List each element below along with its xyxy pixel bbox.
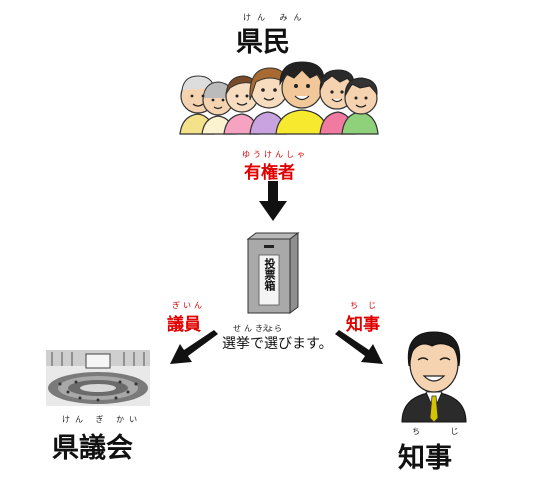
assembly-ruby: けん ぎ かい <box>62 415 143 424</box>
caption-ruby-erabi: えら <box>262 324 286 333</box>
page-title-kenmin: 県民 <box>236 27 290 58</box>
assembly-label: 県議会 <box>52 433 133 464</box>
arrow-down-icon <box>259 181 287 221</box>
left-branch-label: 議員 <box>167 315 201 335</box>
voters-label: 有権者 <box>244 163 295 183</box>
caption-ruby-senkyo: せんきょ <box>233 324 277 333</box>
right-branch-ruby: ちじ <box>350 301 386 310</box>
right-branch-label: 知事 <box>346 315 380 335</box>
title-ruby: けん みん <box>243 13 308 22</box>
governor-label: 知事 <box>398 443 452 474</box>
caption-text: 選挙で選びます。 <box>222 336 333 352</box>
governor-illustration <box>401 331 467 423</box>
ballot-box-icon <box>246 232 300 314</box>
arrow-down-right-icon <box>335 330 383 364</box>
governor-ruby: ち じ <box>412 427 473 436</box>
citizens-illustration <box>179 61 379 135</box>
voters-ruby: ゆうけんしゃ <box>242 150 308 159</box>
arrow-down-left-icon <box>170 330 218 364</box>
assembly-hall-illustration <box>46 350 150 406</box>
left-branch-ruby: ぎいん <box>172 301 205 310</box>
ballot-box-label: 投票箱 <box>263 258 276 291</box>
